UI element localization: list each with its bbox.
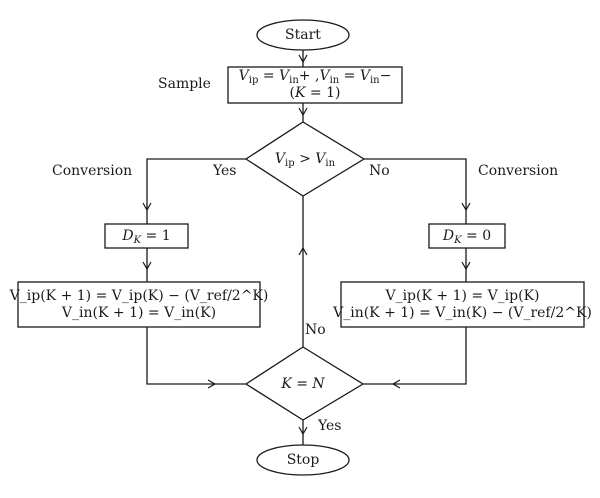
compare-decision (244, 121, 366, 197)
update-left-box (17, 281, 261, 328)
update-right-text: V_ip(K + 1) = V_ip(K) V_in(K + 1) = V_in… (333, 282, 592, 327)
yes-bottom-label: Yes (318, 418, 342, 434)
arrowhead-down (298, 54, 308, 64)
arrowhead-down (142, 261, 152, 271)
dk0-box (428, 223, 506, 249)
connector-yes-to-dk1 (146, 158, 246, 224)
stop-label: Stop (257, 449, 349, 471)
kn-decision-text: K = N (281, 375, 325, 392)
dk0-box-text: DK = 0 (442, 227, 492, 246)
start-text: Start (285, 26, 321, 43)
update-right-line-2: V_in(K + 1) = V_in(K) − (V_ref/2^K) (333, 304, 592, 321)
arrowhead-down (461, 202, 471, 212)
compare-decision-text: Vip > Vin (274, 150, 336, 169)
no-right-label: No (369, 163, 390, 179)
sample-box-text: Vip = Vin+ ,Vin = Vin− (K = 1) (228, 67, 402, 103)
update-right-line-1: V_ip(K + 1) = V_ip(K) (385, 287, 540, 304)
arrowhead-down (298, 107, 308, 117)
start-label: Start (257, 24, 349, 46)
connectors (146, 50, 467, 445)
sample-line-1: Vip = Vin+ ,Vin = Vin− (238, 68, 392, 86)
arrowhead-down (298, 426, 308, 436)
update-left-text: V_ip(K + 1) = V_ip(K) − (V_ref/2^K) V_in… (10, 282, 269, 327)
update-left-line-2: V_in(K + 1) = V_in(K) (61, 304, 217, 321)
stop-text: Stop (286, 451, 320, 468)
start-terminal (256, 19, 350, 51)
conversion-left-label: Conversion (52, 163, 133, 179)
yes-left-label: Yes (213, 163, 237, 179)
dk1-box (104, 223, 189, 249)
kn-decision (244, 346, 365, 421)
arrowhead-down (142, 202, 152, 212)
arrowhead-right (207, 379, 217, 389)
conversion-right-label: Conversion (478, 163, 559, 179)
connector-right-to-kn (363, 327, 467, 385)
stop-terminal (256, 444, 350, 476)
sample-box (227, 66, 403, 104)
sample-label: Sample (158, 76, 211, 92)
arrowheads (142, 54, 471, 436)
dk1-box-text: DK = 1 (122, 227, 171, 246)
no-loop-label: No (305, 322, 326, 338)
update-left-line-1: V_ip(K + 1) = V_ip(K) − (V_ref/2^K) (9, 287, 269, 304)
connector-no-to-dk0 (364, 158, 467, 224)
arrowhead-up (298, 246, 308, 256)
update-right-box (340, 281, 585, 328)
connector-left-to-kn (146, 327, 246, 385)
sample-line-2: (K = 1) (289, 85, 341, 101)
arrowhead-down (461, 261, 471, 271)
arrowhead-left (391, 379, 401, 389)
